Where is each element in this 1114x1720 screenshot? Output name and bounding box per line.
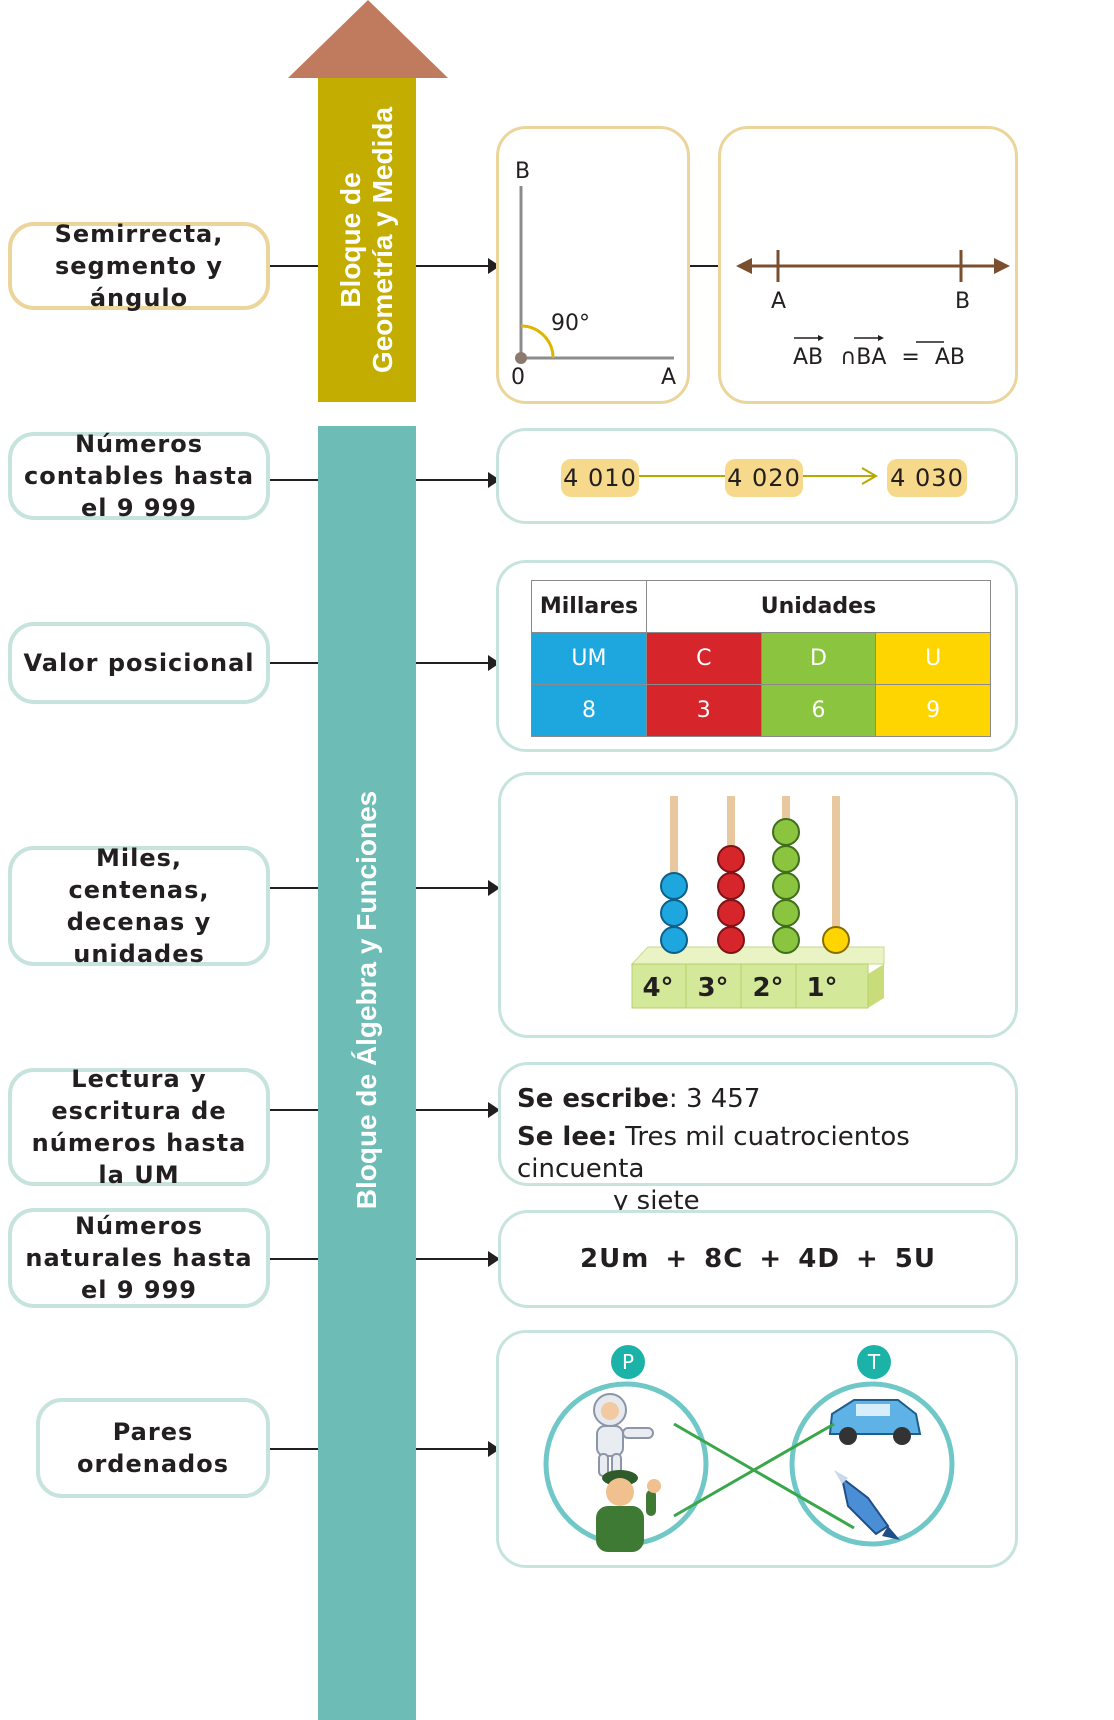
write-value: 3 457 xyxy=(685,1084,761,1114)
ray-formula: AB ∩BA = AB xyxy=(793,345,965,370)
algebra-block-label: Bloque de Álgebra y Funciones xyxy=(351,790,382,1210)
concept-posicional: Valor posicional xyxy=(8,622,270,704)
abacus-label-4: 4° xyxy=(642,973,674,1003)
write-line: Se escribe: 3 457 xyxy=(517,1084,761,1114)
abacus-panel: 4° 3° 2° 1° xyxy=(498,772,1018,1038)
symbol-c: C xyxy=(645,632,762,685)
angle-measure: 90° xyxy=(551,311,590,336)
read-line: Se lee: Tres mil cuatrocientos cincuenta… xyxy=(517,1121,1007,1217)
sequence-number-3: 4 030 xyxy=(887,459,967,497)
ray-label-b: B xyxy=(955,289,971,314)
sequence-number-2: 4 020 xyxy=(725,459,803,497)
angle-label-a: A xyxy=(661,365,677,390)
angle-label-b: B xyxy=(515,159,531,184)
pairs-diagram xyxy=(543,1381,955,1552)
angle-label-o: 0 xyxy=(511,365,525,390)
algebra-block-bar xyxy=(318,426,416,1720)
concept-naturales: Números naturales hasta el 9 999 xyxy=(8,1208,270,1308)
ray-diagram xyxy=(736,250,1010,343)
set-t-badge: T xyxy=(857,1345,891,1379)
abacus-label-1: 1° xyxy=(806,973,838,1003)
rocket-figure xyxy=(834,1470,900,1540)
abacus-label-3: 3° xyxy=(697,973,729,1003)
abacus-drawing xyxy=(630,796,885,1009)
formula-intersection: ∩ xyxy=(840,345,857,370)
formula-ray-ba: BA xyxy=(856,345,887,370)
digit-um: 8 xyxy=(531,684,647,737)
decomposition-panel: 2Um + 8C + 4D + 5U xyxy=(498,1210,1018,1308)
symbol-um: UM xyxy=(531,632,647,685)
formula-segment-ab: AB xyxy=(934,345,966,370)
formula-ray-ab: AB xyxy=(793,345,824,370)
decomposition-expression: 2Um + 8C + 4D + 5U xyxy=(579,1244,936,1274)
geometry-block-bar xyxy=(318,78,416,402)
concept-lectura: Lectura y escritura de números hasta la … xyxy=(8,1065,270,1189)
pairs-panel: P T xyxy=(496,1330,1018,1568)
place-value-table: Millares Unidades UM C D U 8 3 6 9 xyxy=(531,580,992,737)
write-label: Se escribe xyxy=(517,1084,669,1114)
astronaut-figure xyxy=(593,1393,654,1477)
ray-label-a: A xyxy=(771,289,787,314)
sequence-number-1: 4 010 xyxy=(561,459,639,497)
geometry-block-label: Bloque de Geometría y Medida xyxy=(335,106,398,374)
symbol-u: U xyxy=(875,632,991,685)
sequence-arrows xyxy=(634,467,879,485)
sequence-panel: 4 010 4 020 4 030 xyxy=(496,428,1018,524)
concept-miles: Miles, centenas, decenas y unidades xyxy=(8,844,270,968)
header-millares: Millares xyxy=(531,580,647,633)
angle-panel: B 0 A 90° xyxy=(496,126,690,404)
reading-panel: Se escribe: 3 457 Se lee: Tres mil cuatr… xyxy=(498,1062,1018,1216)
digit-c: 3 xyxy=(645,684,762,737)
digit-u: 9 xyxy=(875,684,991,737)
read-label: Se lee: xyxy=(517,1122,617,1152)
geometry-arrow-tip xyxy=(288,0,448,78)
abacus-label-2: 2° xyxy=(752,973,784,1003)
concept-semirrecta: Semirrecta, segmento y ángulo xyxy=(8,220,270,312)
ray-panel: A B AB ∩BA = AB xyxy=(718,126,1018,404)
digit-d: 6 xyxy=(760,684,877,737)
angle-diagram xyxy=(515,186,674,364)
formula-equals: = xyxy=(901,345,920,370)
header-unidades: Unidades xyxy=(645,580,992,633)
police-car-figure xyxy=(828,1399,922,1445)
concept-contables: Números contables hasta el 9 999 xyxy=(8,430,270,522)
set-p-badge: P xyxy=(611,1345,645,1379)
symbol-d: D xyxy=(760,632,877,685)
read-value-1: Tres mil cuatrocientos cincuenta xyxy=(517,1122,910,1184)
soldier-figure xyxy=(596,1470,661,1552)
concept-pares: Pares ordenados xyxy=(36,1398,270,1498)
